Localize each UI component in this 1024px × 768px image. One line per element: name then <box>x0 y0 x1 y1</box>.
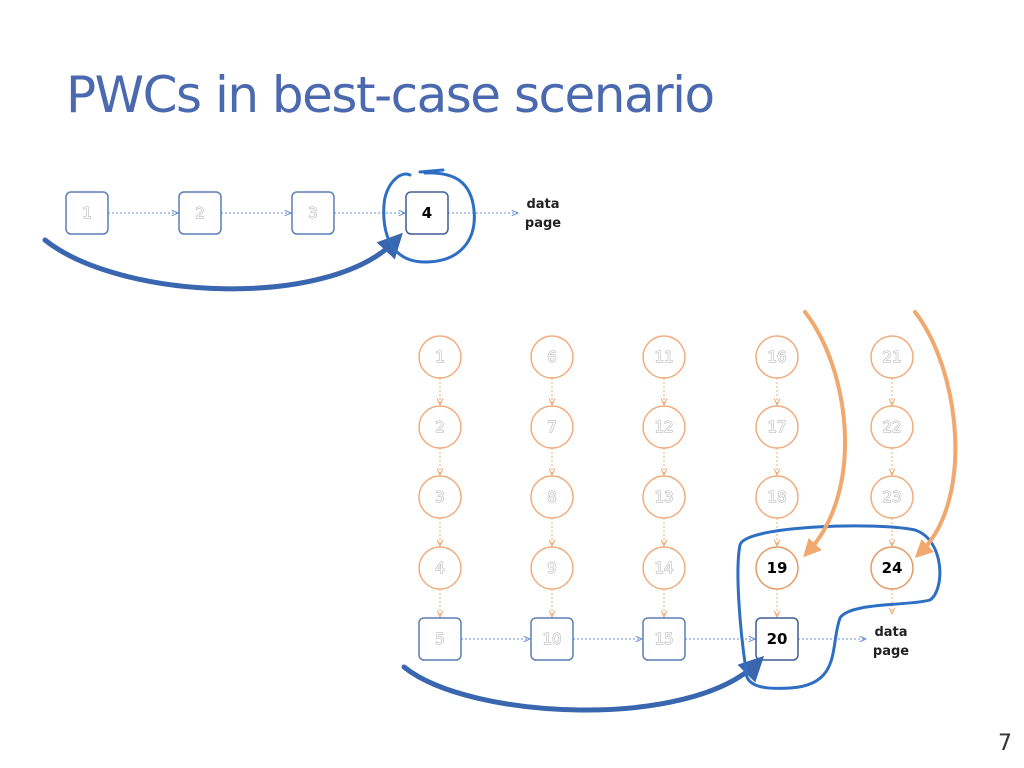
grid-node-label: 12 <box>654 418 673 436</box>
grid-node-circle <box>530 335 574 379</box>
grid-node-label: 19 <box>767 559 788 577</box>
top-node-box <box>405 191 449 235</box>
grid-node-label: 8 <box>547 488 557 506</box>
top-node-box <box>291 191 335 235</box>
grid-node-box <box>755 617 799 661</box>
grid-node-circle <box>530 405 574 449</box>
grid-node-label: 15 <box>654 630 673 648</box>
grid-node-label: 17 <box>767 418 786 436</box>
grid-node-circle <box>755 335 799 379</box>
grid-data-label: data <box>874 625 907 640</box>
grid-node-label: 18 <box>767 488 786 506</box>
grid-node-label: 10 <box>542 630 561 648</box>
grid-node-circle <box>642 475 686 519</box>
grid-node-circle <box>530 546 574 590</box>
grid-node-circle <box>418 475 462 519</box>
grid-node-label: 2 <box>435 418 445 436</box>
grid-node-label: 3 <box>435 488 445 506</box>
grid-node-box <box>642 617 686 661</box>
top-skip-arrow <box>42 232 403 292</box>
grid-node-circle <box>755 405 799 449</box>
grid-node-label: 16 <box>767 348 786 366</box>
grid-node-box <box>418 617 462 661</box>
grid-node-label: 6 <box>547 348 557 366</box>
top-node-label: 2 <box>195 204 205 222</box>
orange-arrow-col4 <box>803 310 848 558</box>
grid-node-label: 5 <box>435 630 445 648</box>
grid-node-circle <box>418 546 462 590</box>
top-node-label: 4 <box>422 204 432 222</box>
slide-title: PWCs in best-case scenario <box>66 66 715 124</box>
grid-node-label: 13 <box>654 488 673 506</box>
grid-node-circle <box>755 475 799 519</box>
grid-skip-arrow <box>401 655 765 713</box>
top-highlight-outline <box>382 168 476 264</box>
grid-highlight-outline <box>736 524 942 690</box>
grid-node-label: 20 <box>767 630 788 648</box>
grid-page-label: page <box>873 644 909 659</box>
grid-node-circle <box>642 405 686 449</box>
grid-node-circle <box>870 335 914 379</box>
grid-node-circle <box>642 335 686 379</box>
grid-node-circle <box>870 405 914 449</box>
grid-node-circle <box>418 405 462 449</box>
top-page-label: page <box>525 216 561 231</box>
grid-node-circle <box>755 546 799 590</box>
top-node-label: 3 <box>308 204 318 222</box>
grid-node-circle <box>870 475 914 519</box>
orange-arrow-col5 <box>913 310 958 559</box>
grid-node-label: 9 <box>547 559 557 577</box>
top-node-box <box>65 191 109 235</box>
top-node-label: 1 <box>82 204 92 222</box>
grid-node-label: 11 <box>654 348 673 366</box>
grid-node-circle <box>530 475 574 519</box>
top-node-box <box>178 191 222 235</box>
grid-node-label: 21 <box>882 348 901 366</box>
top-data-label: data <box>526 197 559 212</box>
grid-node-label: 22 <box>882 418 901 436</box>
grid-node-box <box>530 617 574 661</box>
grid-node-label: 14 <box>654 559 673 577</box>
grid-node-label: 7 <box>547 418 557 436</box>
grid-node-circle <box>642 546 686 590</box>
grid-node-circle <box>870 546 914 590</box>
grid-node-label: 1 <box>435 348 445 366</box>
grid-node-label: 23 <box>882 488 901 506</box>
grid-node-circle <box>418 335 462 379</box>
grid-node-label: 4 <box>435 559 445 577</box>
page-number: 7 <box>998 731 1012 756</box>
grid-node-label: 24 <box>882 559 903 577</box>
